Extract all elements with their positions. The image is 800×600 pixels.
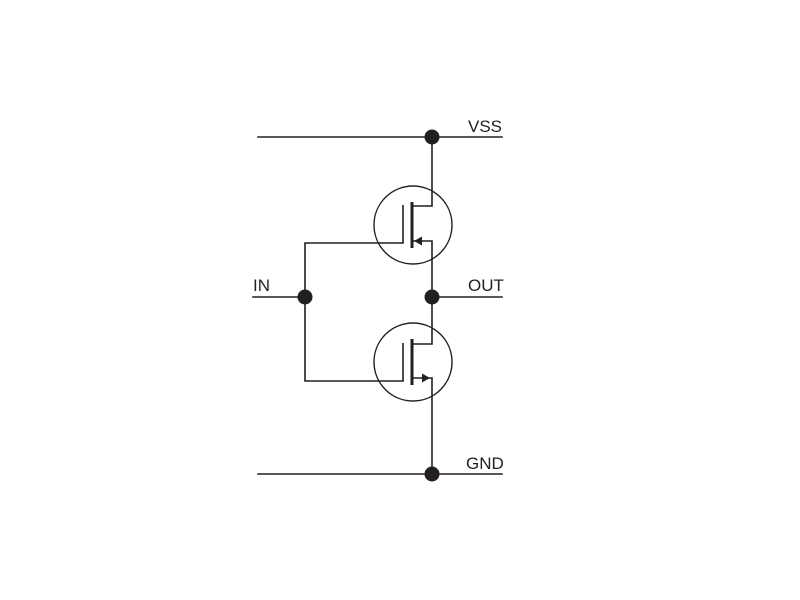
in-label: IN: [253, 276, 270, 295]
gnd-junction: [424, 466, 440, 482]
lower-mosfet-source: [411, 377, 433, 475]
lower-mosfet-arrow: [422, 373, 430, 383]
lower-mosfet: [373, 296, 453, 475]
upper-mosfet: [373, 136, 453, 298]
lower-mosfet-body: [373, 322, 453, 402]
in-junction: [297, 289, 313, 305]
gnd-label: GND: [466, 454, 504, 473]
gate-bus: [304, 242, 404, 382]
out-label: OUT: [468, 276, 504, 295]
upper-mosfet-drain: [411, 136, 433, 207]
out-junction: [424, 289, 440, 305]
upper-mosfet-arrow: [414, 236, 422, 246]
vss-junction: [424, 129, 440, 145]
upper-mosfet-source: [413, 240, 433, 298]
lower-mosfet-drain: [411, 296, 433, 345]
vss-label: VSS: [468, 117, 502, 136]
upper-mosfet-body: [373, 185, 453, 265]
